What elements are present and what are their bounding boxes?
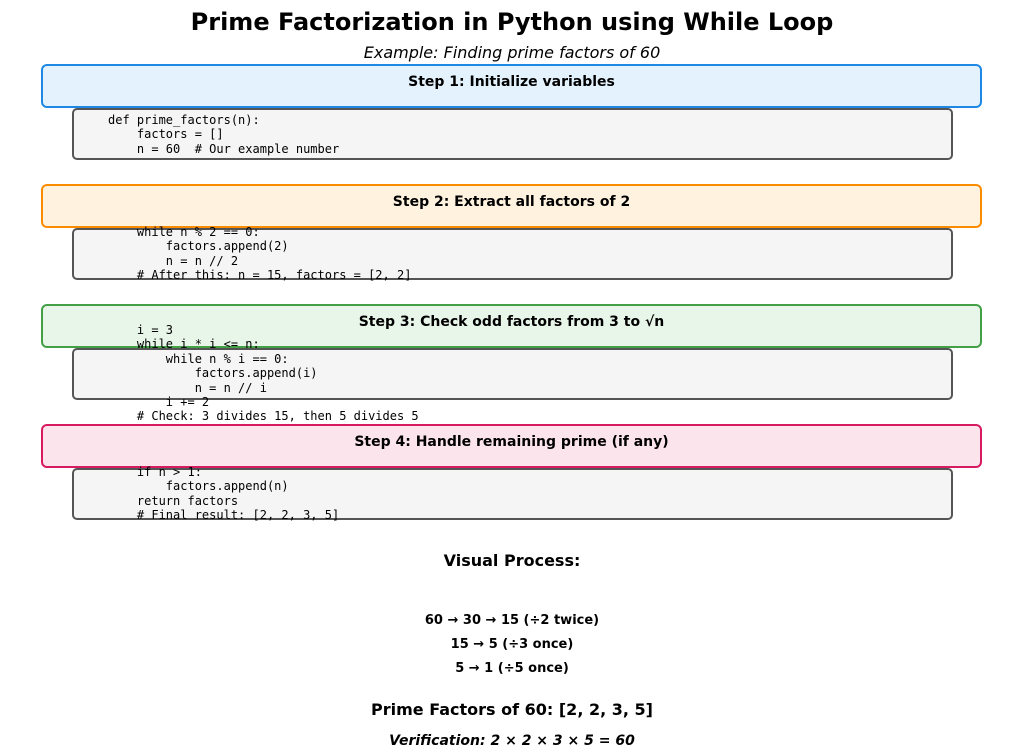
page-subtitle: Example: Finding prime factors of 60 xyxy=(363,43,661,62)
step-2-code: while n % 2 == 0: factors.append(2) n = … xyxy=(136,225,412,283)
visual-process-heading: Visual Process: xyxy=(443,551,581,570)
step-3-code-box xyxy=(72,348,953,400)
step-4-header: Step 4: Handle remaining prime (if any) xyxy=(41,424,982,468)
step-2-title: Step 2: Extract all factors of 2 xyxy=(392,194,631,210)
step-4-code-box xyxy=(72,468,953,520)
step-3-code: i = 3 while i * i <= n: while n % i == 0… xyxy=(136,323,419,424)
prime-factors-result: Prime Factors of 60: [2, 2, 3, 5] xyxy=(371,700,653,719)
step-3-header: Step 3: Check odd factors from 3 to √n xyxy=(41,304,982,348)
process-line: 15 → 5 (÷3 once) xyxy=(450,637,574,652)
step-1-title: Step 1: Initialize variables xyxy=(408,74,615,90)
step-2-header: Step 2: Extract all factors of 2 xyxy=(41,184,982,228)
process-line: 60 → 30 → 15 (÷2 twice) xyxy=(424,613,600,628)
step-4-code: if n > 1: factors.append(n) return facto… xyxy=(136,465,340,523)
step-1-code-box xyxy=(72,108,953,160)
step-2-code-box xyxy=(72,228,953,280)
step-1-code: def prime_factors(n): factors = [] n = 6… xyxy=(108,113,340,156)
step-1-header: Step 1: Initialize variables xyxy=(41,64,982,108)
verification-text: Verification: 2 × 2 × 3 × 5 = 60 xyxy=(389,733,635,749)
step-4-title: Step 4: Handle remaining prime (if any) xyxy=(354,434,669,450)
process-line: 5 → 1 (÷5 once) xyxy=(455,661,569,676)
step-3-title: Step 3: Check odd factors from 3 to √n xyxy=(358,314,665,330)
page-title: Prime Factorization in Python using Whil… xyxy=(190,8,834,36)
